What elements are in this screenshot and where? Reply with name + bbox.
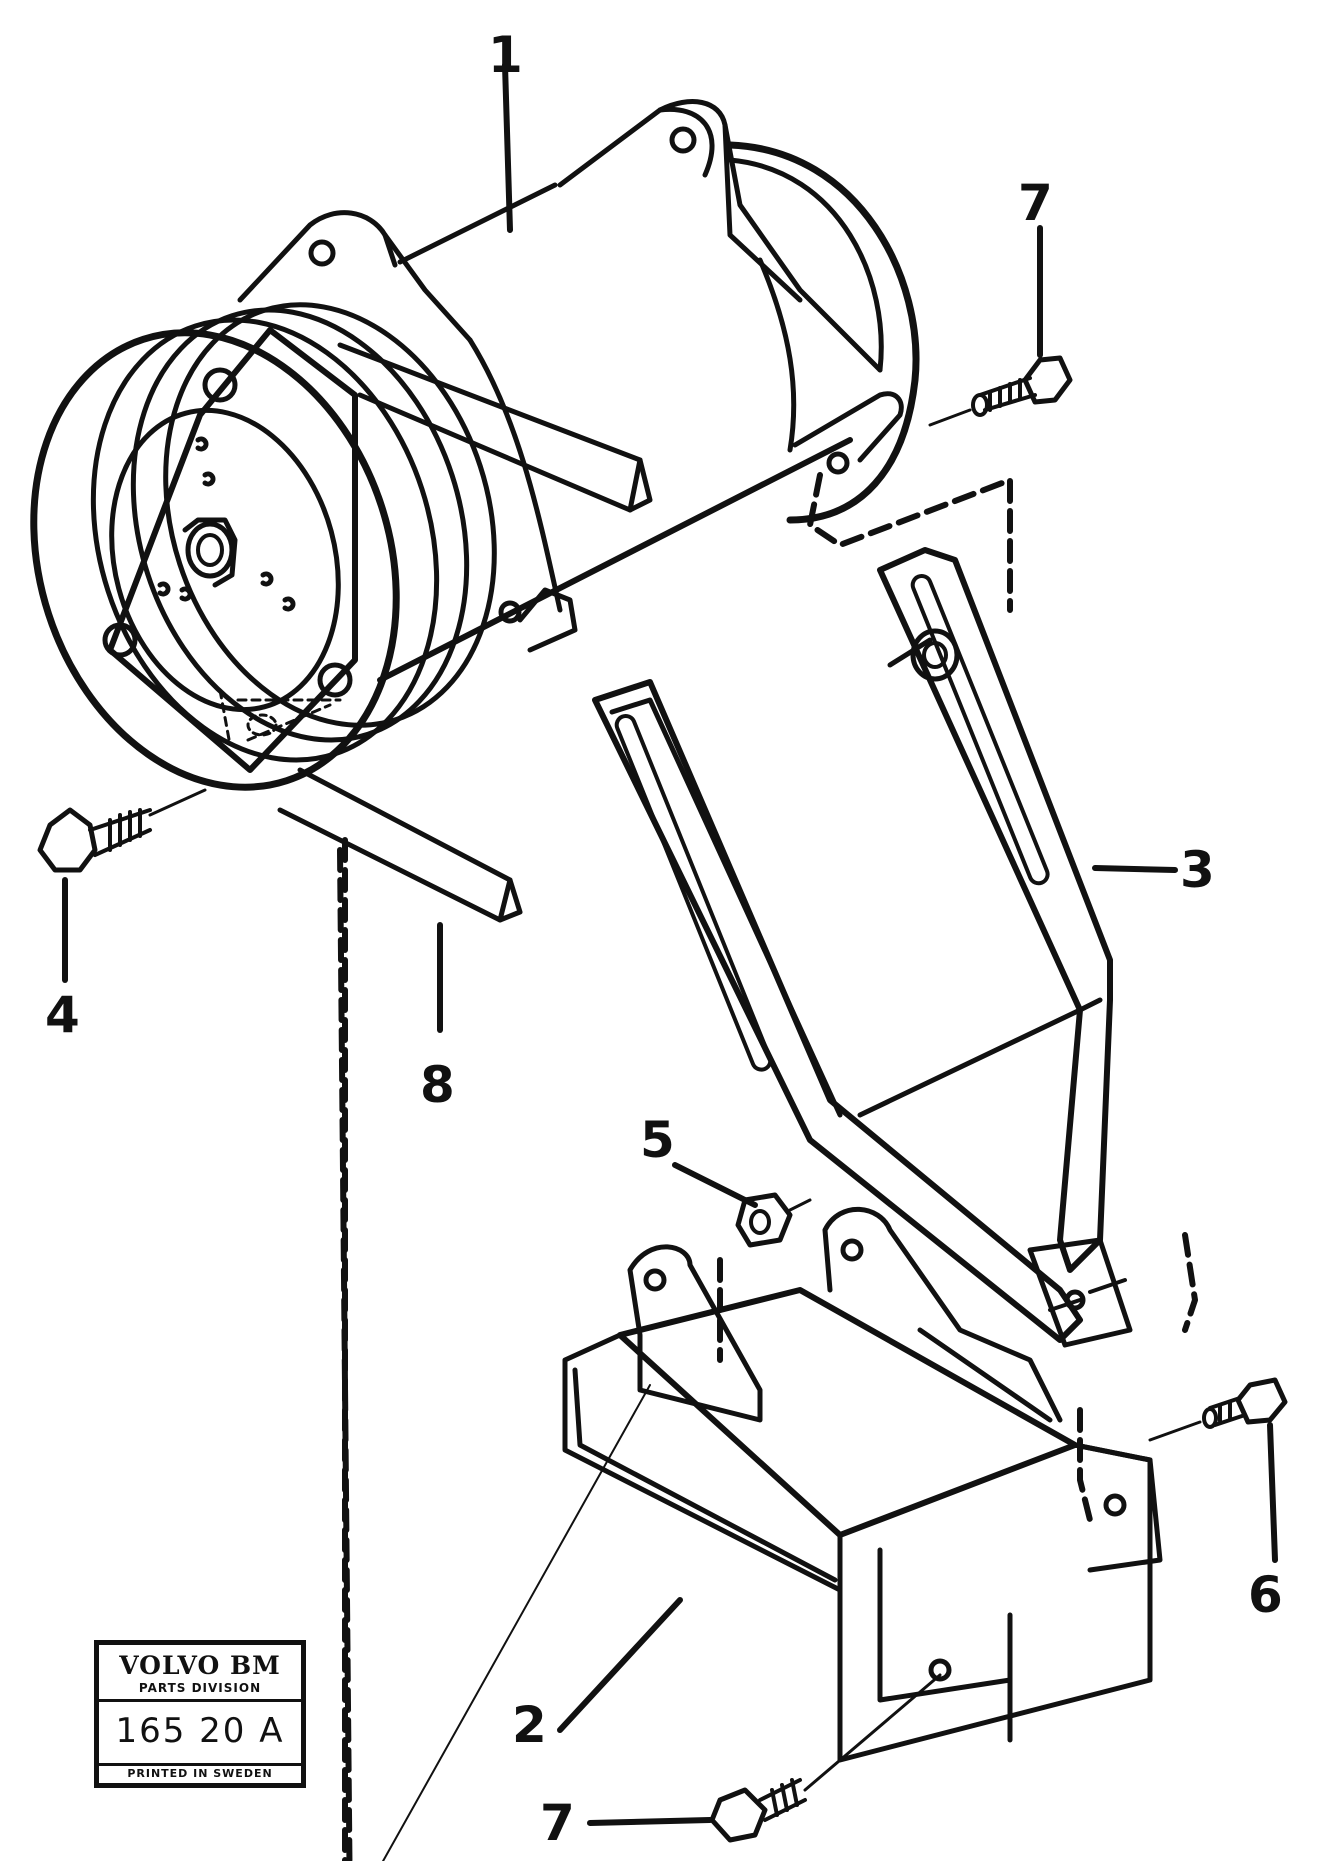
leader-lines	[62, 62, 1278, 1826]
division-name: PARTS DIVISION	[138, 1681, 262, 1695]
label-divider-bottom	[99, 1763, 301, 1766]
bolt-part-7-bottom	[709, 1673, 942, 1843]
callout-4: 4	[45, 986, 80, 1044]
adjusting-bracket	[592, 547, 1133, 1348]
illustration-code: 165 20 A	[115, 1711, 285, 1751]
nut-part-5	[735, 1192, 812, 1248]
callout-2: 2	[512, 1696, 547, 1754]
bolt-part-4	[37, 788, 207, 873]
compressor	[30, 99, 920, 791]
label-divider-top	[99, 1699, 301, 1702]
callout-7-bottom: 7	[540, 1794, 575, 1852]
callout-3: 3	[1180, 841, 1215, 899]
callout-5: 5	[640, 1111, 675, 1169]
v-belt	[277, 342, 653, 923]
publisher-label: VOLVO BM PARTS DIVISION 165 20 A PRINTED…	[94, 1640, 306, 1788]
bolt-part-6	[1148, 1377, 1288, 1442]
printed-note: PRINTED IN SWEDEN	[127, 1767, 273, 1780]
callout-8: 8	[420, 1056, 455, 1114]
brand-name: VOLVO BM	[119, 1651, 281, 1680]
mounting-bracket	[562, 1206, 1163, 1763]
bolt-part-7-top	[928, 355, 1073, 427]
callout-6: 6	[1248, 1566, 1283, 1624]
callout-1: 1	[488, 26, 523, 84]
assembly-dashed-lines	[337, 472, 1198, 1861]
callout-7-top: 7	[1018, 174, 1053, 232]
